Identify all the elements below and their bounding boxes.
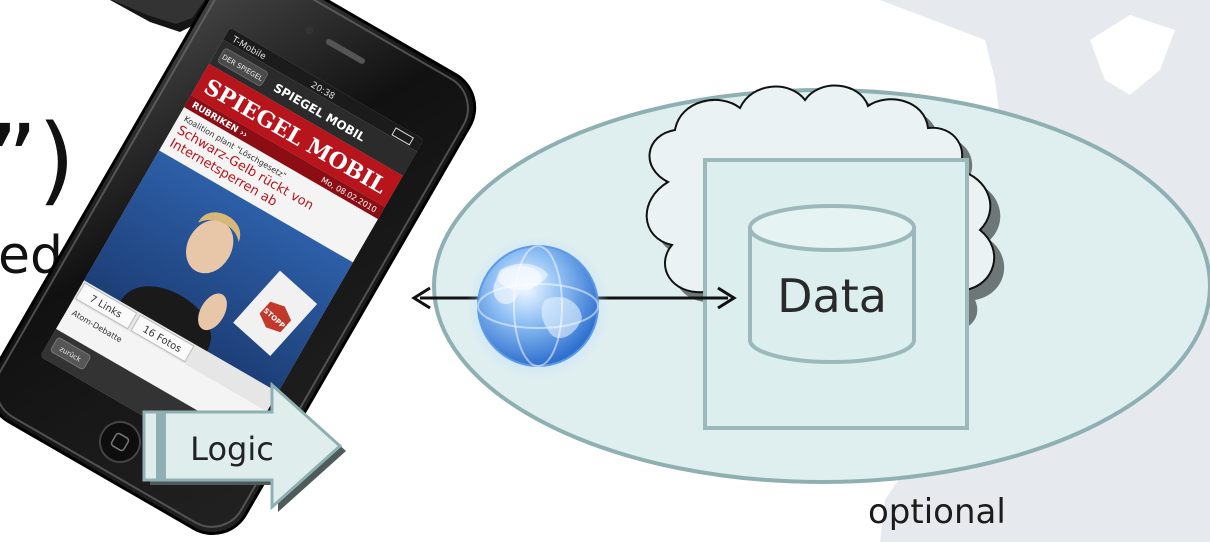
cloud-platform: Data <box>432 84 1210 484</box>
links-tab[interactable] <box>75 282 138 330</box>
logic-arrow: Logic <box>142 381 346 512</box>
status-bar <box>223 27 424 152</box>
fotos-tab[interactable] <box>130 314 195 363</box>
spiegel-logo-banner <box>191 63 403 208</box>
back-button[interactable] <box>50 337 91 370</box>
nav-back-button[interactable] <box>217 48 268 87</box>
home-button[interactable] <box>93 415 148 470</box>
data-label: Data <box>777 269 887 323</box>
optional-label: optional <box>868 492 1006 532</box>
logic-label: Logic <box>190 430 274 468</box>
previous-phone-fragment <box>110 0 215 32</box>
smartphone: T-Mobile 20:38 DER SPIEGEL SPIEGEL MOBIL… <box>0 0 477 535</box>
rubriken-bar <box>184 95 385 220</box>
database-icon <box>748 204 916 364</box>
internet-globe-icon <box>466 236 610 380</box>
slide-text-fragment-quote: ”) <box>0 104 76 216</box>
phone-earpiece <box>326 38 365 64</box>
